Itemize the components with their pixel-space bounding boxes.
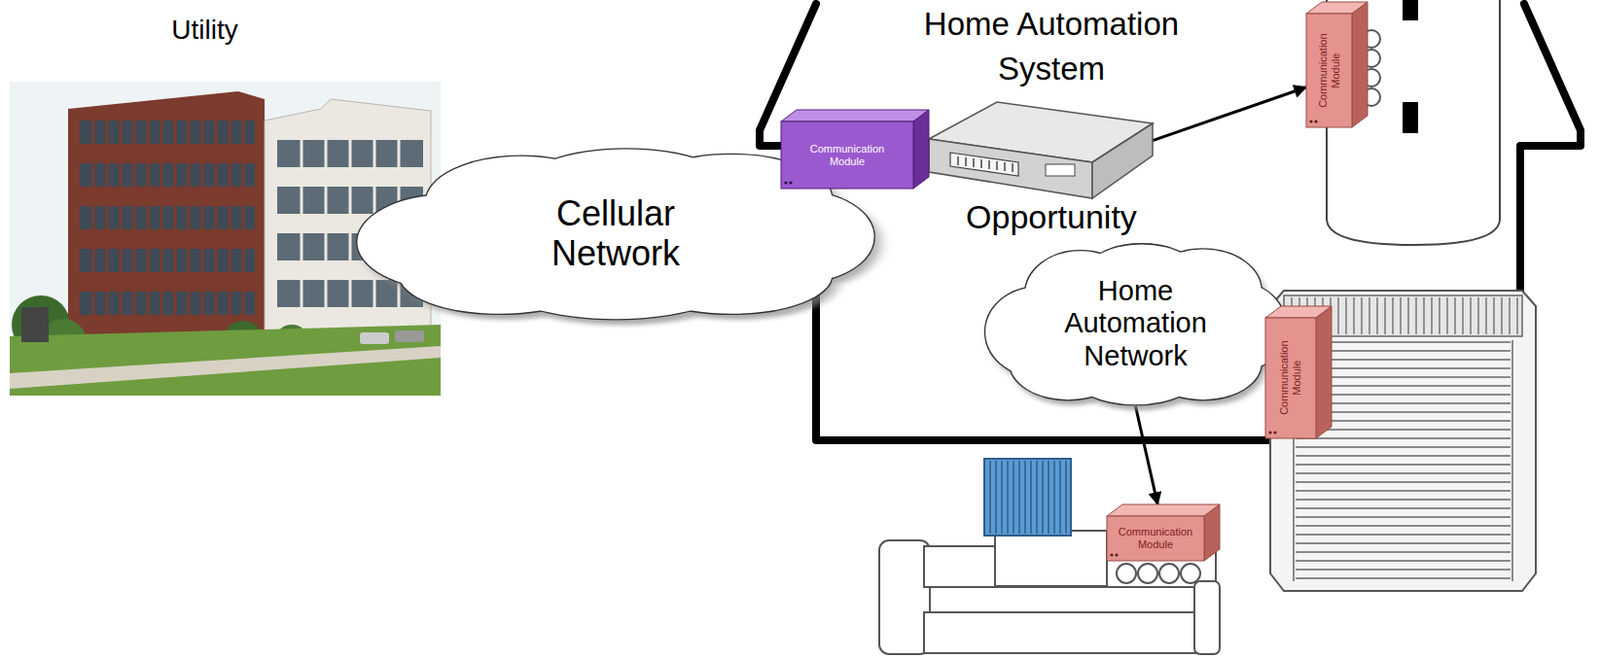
node-heading: Home Automation System: [905, 1, 1198, 92]
module-pin: [1137, 564, 1158, 584]
footpath: [9, 346, 441, 390]
label-box: Opportunity: [924, 199, 1178, 236]
water-heater: [1326, 0, 1500, 246]
pump-housing: [995, 531, 1107, 587]
communication-module: Communication Module: [1265, 306, 1332, 439]
cloud-lobe: [1019, 274, 1252, 374]
module-led: [1309, 119, 1313, 123]
module-side: [1351, 1, 1368, 128]
module-label: Communication Module: [1278, 337, 1303, 420]
cloud-lobe: [415, 180, 817, 286]
module-label: Communication Module: [1316, 30, 1342, 112]
brick-windows: [79, 120, 255, 316]
arrow-connector: [1152, 87, 1307, 142]
pipe-cap: [1194, 581, 1220, 655]
cloud-lobe: [1019, 274, 1252, 374]
module-pin: [1180, 564, 1201, 584]
cloud-shadow: [989, 249, 1290, 411]
module-side: [913, 109, 929, 189]
module-side: [1204, 504, 1220, 562]
cloud-outline: [985, 244, 1286, 405]
gateway-front: [928, 139, 1093, 199]
module-led: [1273, 430, 1277, 434]
car: [359, 332, 390, 345]
heater-control: [1402, 102, 1419, 134]
cloud-label: Home Automation Network: [1053, 275, 1219, 373]
lawn: [9, 324, 441, 396]
module-top: [781, 109, 929, 122]
heater-vent: [1402, 0, 1419, 21]
arrow-connector: [1136, 406, 1159, 505]
gateway-box: Home Automation System: [928, 102, 1153, 199]
cloud-fill: [985, 244, 1286, 405]
port-pins: [958, 156, 1013, 173]
note-label: Opportunity: [924, 199, 1178, 236]
module-led: [1268, 430, 1272, 434]
module-label: Communication Module: [1114, 526, 1197, 551]
module-led: [1109, 553, 1113, 557]
module-led: [788, 180, 792, 184]
module-top: [1106, 504, 1220, 517]
motor-fins: [990, 461, 1067, 534]
cloud-lobe: [415, 180, 817, 286]
module-front: [1306, 13, 1352, 128]
module-front: [781, 121, 914, 189]
module-led: [783, 180, 787, 184]
network-cloud: Home Automation Network: [982, 241, 1289, 407]
module-led: [1314, 119, 1317, 123]
module-label: Communication Module: [806, 142, 889, 168]
module-pin: [1116, 564, 1137, 584]
module-led: [1114, 553, 1118, 557]
module-front: [1106, 516, 1205, 562]
communication-module: Communication Module: [781, 109, 929, 189]
pipe: [924, 612, 1207, 654]
pump-motor: [984, 459, 1071, 536]
window-mullions: [93, 120, 244, 316]
brick-wing: [68, 91, 265, 353]
gateway-jack: [1045, 164, 1075, 177]
communication-module: Communication Module: [1306, 1, 1368, 128]
sign: [21, 307, 49, 343]
module-side: [1315, 306, 1332, 439]
pipe-cap: [879, 540, 930, 655]
node-heading: Utility: [0, 13, 421, 47]
communication-module: Communication Module: [1106, 504, 1220, 562]
gateway-outline: [928, 102, 1153, 199]
car: [394, 330, 425, 343]
gateway-port: [950, 152, 1019, 177]
cloud-label: Cellular Network: [518, 193, 713, 275]
gateway-side: [1092, 123, 1153, 199]
module-front: [1265, 318, 1316, 439]
module-pin: [1159, 564, 1179, 584]
